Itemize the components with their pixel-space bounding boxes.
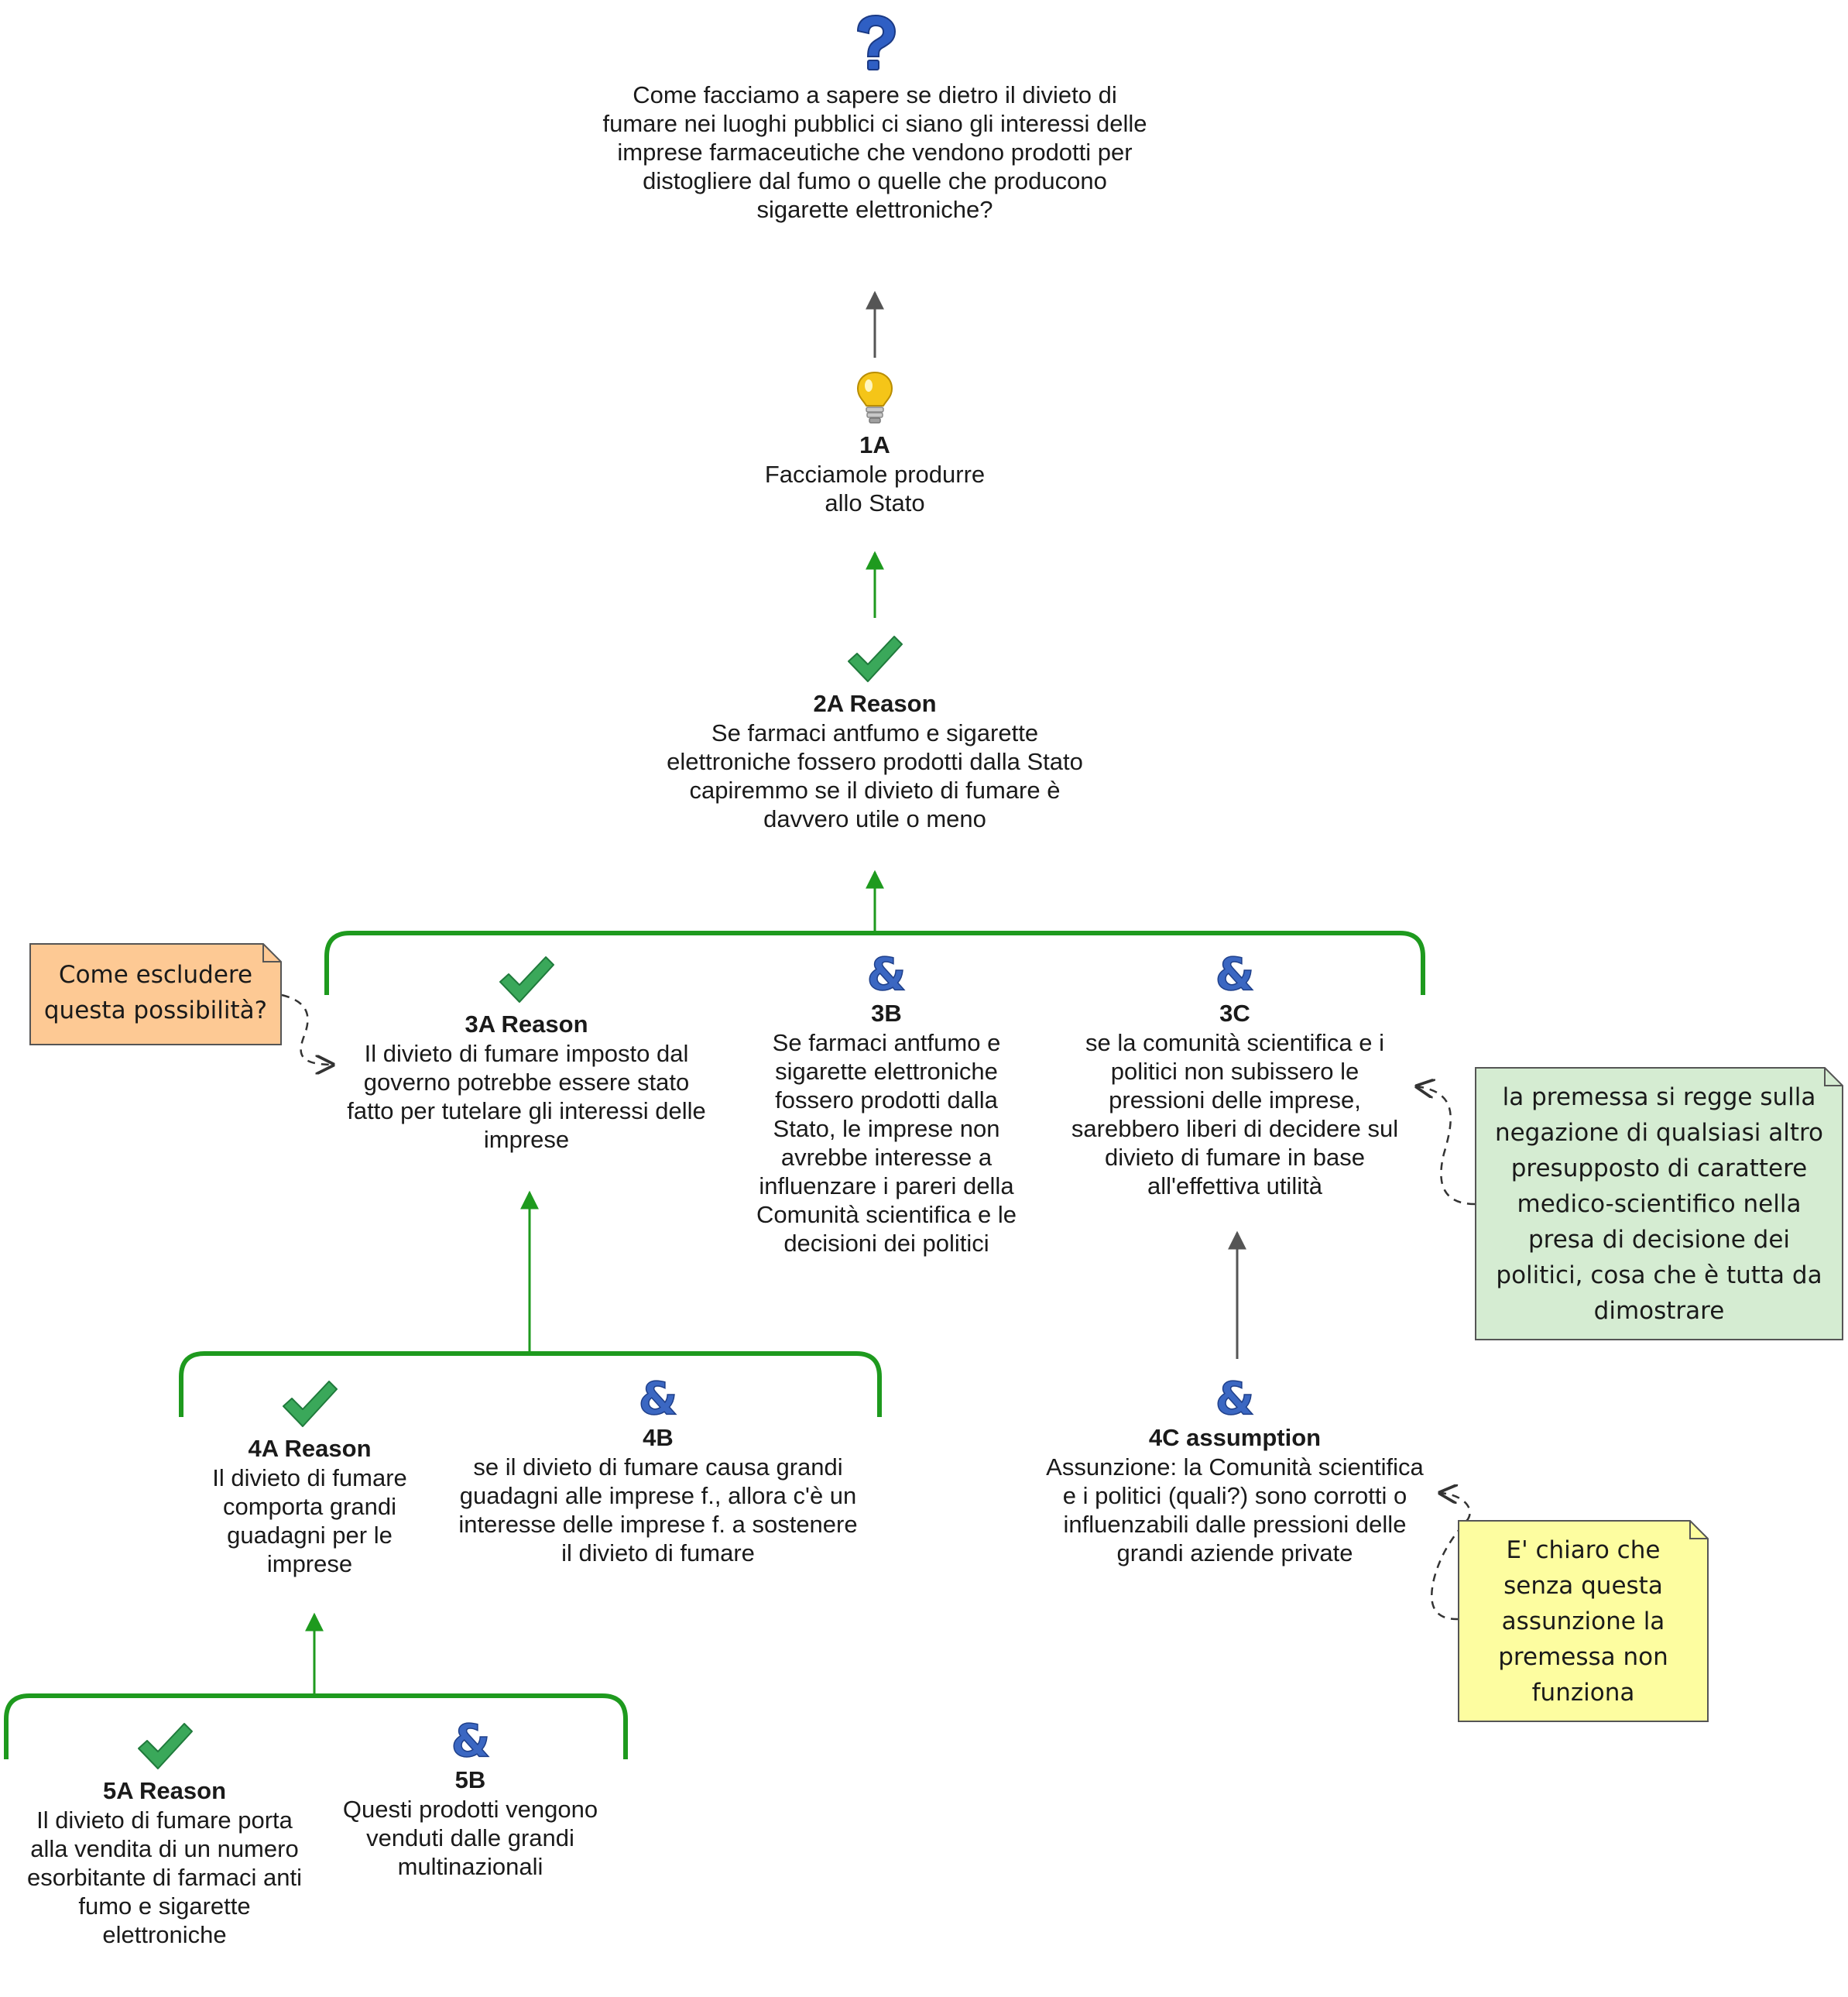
svg-text:&: & <box>451 1717 490 1761</box>
lightbulb-icon <box>856 371 893 424</box>
note-link-green-to-3C <box>1417 1086 1476 1206</box>
node-3B-title: 3B <box>871 1000 902 1027</box>
svg-text:&: & <box>1215 1375 1255 1419</box>
note-yellow[interactable]: E' chiaro che senza questa assunzione la… <box>1458 1520 1709 1722</box>
node-4C-title: 4C assumption <box>1148 1424 1322 1451</box>
node-2A[interactable]: 2A Reason Se farmaci antfumo e sigarette… <box>666 633 1084 833</box>
note-yellow-shape <box>1458 1520 1709 1722</box>
question-mark-icon <box>856 14 897 70</box>
note-green[interactable]: la premessa si regge sulla negazione di … <box>1475 1067 1843 1340</box>
node-4C-text: Assunzione: la Comunità scientifica e i … <box>1046 1453 1424 1566</box>
node-5B-title: 5B <box>454 1766 486 1793</box>
node-5B[interactable]: & 5B Questi prodotti vengono venduti dal… <box>337 1717 604 1881</box>
ampersand-icon: & <box>450 1717 490 1761</box>
bracket-group5 <box>4 1693 628 1759</box>
checkmark-icon <box>848 636 903 682</box>
checkmark-icon <box>283 1381 338 1427</box>
node-4A-text: Il divieto di fumare comporta grandi gua… <box>212 1464 407 1577</box>
note-link-yellow-to-4C <box>1431 1493 1471 1621</box>
node-4B-title: 4B <box>643 1424 674 1451</box>
bracket-group3 <box>324 931 1425 995</box>
question-node[interactable]: Come facciamo a sapere se dietro il divi… <box>596 14 1154 224</box>
node-3B-text: Se farmaci antfumo e sigarette elettroni… <box>756 1029 1017 1257</box>
note-green-shape <box>1475 1067 1843 1340</box>
node-1A-title: 1A <box>859 431 890 458</box>
node-4B[interactable]: & 4B se il divieto di fumare causa grand… <box>457 1375 859 1567</box>
checkmark-icon <box>499 956 554 1003</box>
svg-text:&: & <box>867 951 907 994</box>
ampersand-icon: & <box>1215 951 1255 994</box>
ampersand-icon: & <box>638 1375 678 1419</box>
node-5B-text: Questi prodotti vengono venduti dalle gr… <box>342 1796 598 1880</box>
node-1A[interactable]: 1A Facciamole produrre allo Stato <box>720 370 1030 517</box>
checkmark-icon <box>137 1723 193 1769</box>
node-3C-text: se la comunità scientifica e i politici … <box>1071 1029 1399 1199</box>
node-1A-text: Facciamole produrre allo Stato <box>764 461 986 516</box>
note-yellow-text: E' chiaro che senza questa assunzione la… <box>1498 1536 1668 1707</box>
bracket-group4 <box>179 1351 882 1417</box>
ampersand-icon: & <box>1215 1375 1255 1419</box>
node-4B-text: se il divieto di fumare causa grandi gua… <box>458 1453 858 1566</box>
node-5A[interactable]: 5A Reason Il divieto di fumare porta all… <box>15 1721 314 1949</box>
note-orange-text: Come escludere questa possibilità? <box>43 961 268 1024</box>
node-3C-title: 3C <box>1219 1000 1250 1027</box>
node-4A[interactable]: 4A Reason Il divieto di fumare comporta … <box>194 1378 426 1578</box>
node-3A-text: Il divieto di fumare imposto dal governo… <box>347 1040 706 1153</box>
node-4C[interactable]: & 4C assumption Assunzione: la Comunità … <box>1037 1375 1432 1567</box>
ampersand-icon: & <box>866 951 907 994</box>
svg-text:&: & <box>639 1375 678 1419</box>
node-5A-text: Il divieto di fumare porta alla vendita … <box>27 1807 302 1948</box>
node-3B[interactable]: & 3B Se farmaci antfumo e sigarette elet… <box>743 951 1030 1258</box>
node-3C[interactable]: & 3C se la comunità scientifica e i poli… <box>1061 951 1409 1200</box>
node-5A-title: 5A Reason <box>102 1777 227 1804</box>
node-2A-title: 2A Reason <box>813 690 937 717</box>
node-4A-title: 4A Reason <box>248 1435 372 1462</box>
note-link-orange-to-3A <box>281 993 333 1065</box>
note-green-text: la premessa si regge sulla negazione di … <box>1494 1083 1824 1325</box>
question-text: Come facciamo a sapere se dietro il divi… <box>602 81 1147 223</box>
node-3A-title: 3A Reason <box>465 1011 588 1038</box>
note-orange[interactable]: Come escludere questa possibilità? <box>29 943 282 1045</box>
node-3A[interactable]: 3A Reason Il divieto di fumare imposto d… <box>341 954 712 1154</box>
note-orange-shape <box>29 943 282 1045</box>
node-2A-text: Se farmaci antfumo e sigarette elettroni… <box>667 719 1083 832</box>
svg-text:&: & <box>1215 951 1255 994</box>
